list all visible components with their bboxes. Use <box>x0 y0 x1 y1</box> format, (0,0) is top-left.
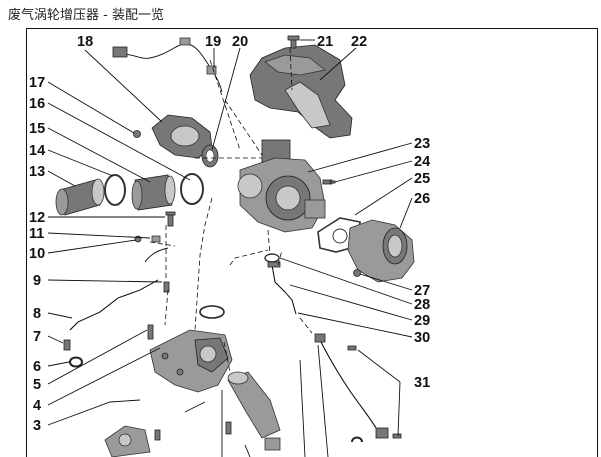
small-fasteners-part <box>134 211 176 293</box>
retaining-clip-part <box>69 356 84 368</box>
callout-12: 12 <box>29 210 45 226</box>
oil-return-pipe-part <box>267 261 297 315</box>
callout-7: 7 <box>33 329 41 345</box>
leader-lines <box>47 39 413 457</box>
oil-supply-pipe-part <box>314 333 402 443</box>
banjo-bolt-part <box>63 339 71 351</box>
coolant-pipe-part <box>69 247 169 331</box>
callout-9: 9 <box>33 273 41 289</box>
callout-20: 20 <box>232 34 248 50</box>
callout-30: 30 <box>414 330 430 346</box>
callout-8: 8 <box>33 306 41 322</box>
callout-31: 31 <box>414 375 430 391</box>
heat-shield-bolt-part <box>287 35 300 49</box>
page-title: 废气涡轮增压器 - 装配一览 <box>8 8 164 23</box>
callout-21: 21 <box>317 34 333 50</box>
callout-24: 24 <box>414 154 430 170</box>
clamp-ring-part <box>201 144 219 168</box>
callout-11: 11 <box>29 226 44 242</box>
callout-25: 25 <box>414 171 430 187</box>
o-ring-part <box>199 305 225 319</box>
callout-26: 26 <box>414 191 430 207</box>
callout-19: 19 <box>205 34 221 50</box>
lower-flange-part <box>104 425 151 457</box>
flange-nut-part <box>353 269 361 277</box>
callout-10: 10 <box>29 246 45 262</box>
callout-29: 29 <box>414 313 430 329</box>
intake-hose-connector-part <box>55 178 105 216</box>
large-clamp-part <box>180 173 204 205</box>
mounting-bolt-part <box>147 324 154 340</box>
callout-5: 5 <box>33 377 41 393</box>
callout-28: 28 <box>414 297 430 313</box>
heat-shield-part <box>249 44 353 139</box>
exhaust-manifold-part <box>347 219 415 283</box>
boost-pressure-actuator-part <box>112 37 223 159</box>
callout-22: 22 <box>351 34 367 50</box>
callout-15: 15 <box>29 121 45 137</box>
callout-18: 18 <box>77 34 93 50</box>
small-gasket-part <box>264 253 280 263</box>
callout-13: 13 <box>29 164 45 180</box>
intake-pipe-part <box>227 371 281 451</box>
turbocharger-part <box>237 139 326 233</box>
stud-bolt-part <box>322 179 336 185</box>
callout-16: 16 <box>29 96 45 112</box>
callout-17: 17 <box>29 75 45 91</box>
callout-23: 23 <box>414 136 430 152</box>
diagram-frame <box>26 28 598 457</box>
callout-3: 3 <box>33 418 41 434</box>
turbo-support-bracket-part <box>149 329 233 393</box>
nut-part <box>133 130 141 138</box>
callout-14: 14 <box>29 143 45 159</box>
callout-4: 4 <box>33 398 41 414</box>
lower-bolts-part <box>154 401 232 441</box>
callout-labels: 18 19 20 21 22 17 16 15 14 13 12 11 10 9… <box>29 34 430 434</box>
assembly-lines <box>149 47 313 373</box>
sleeve-part <box>131 174 176 211</box>
callout-27: 27 <box>414 283 430 299</box>
hose-clamp-part <box>104 174 126 206</box>
callout-6: 6 <box>33 359 41 375</box>
